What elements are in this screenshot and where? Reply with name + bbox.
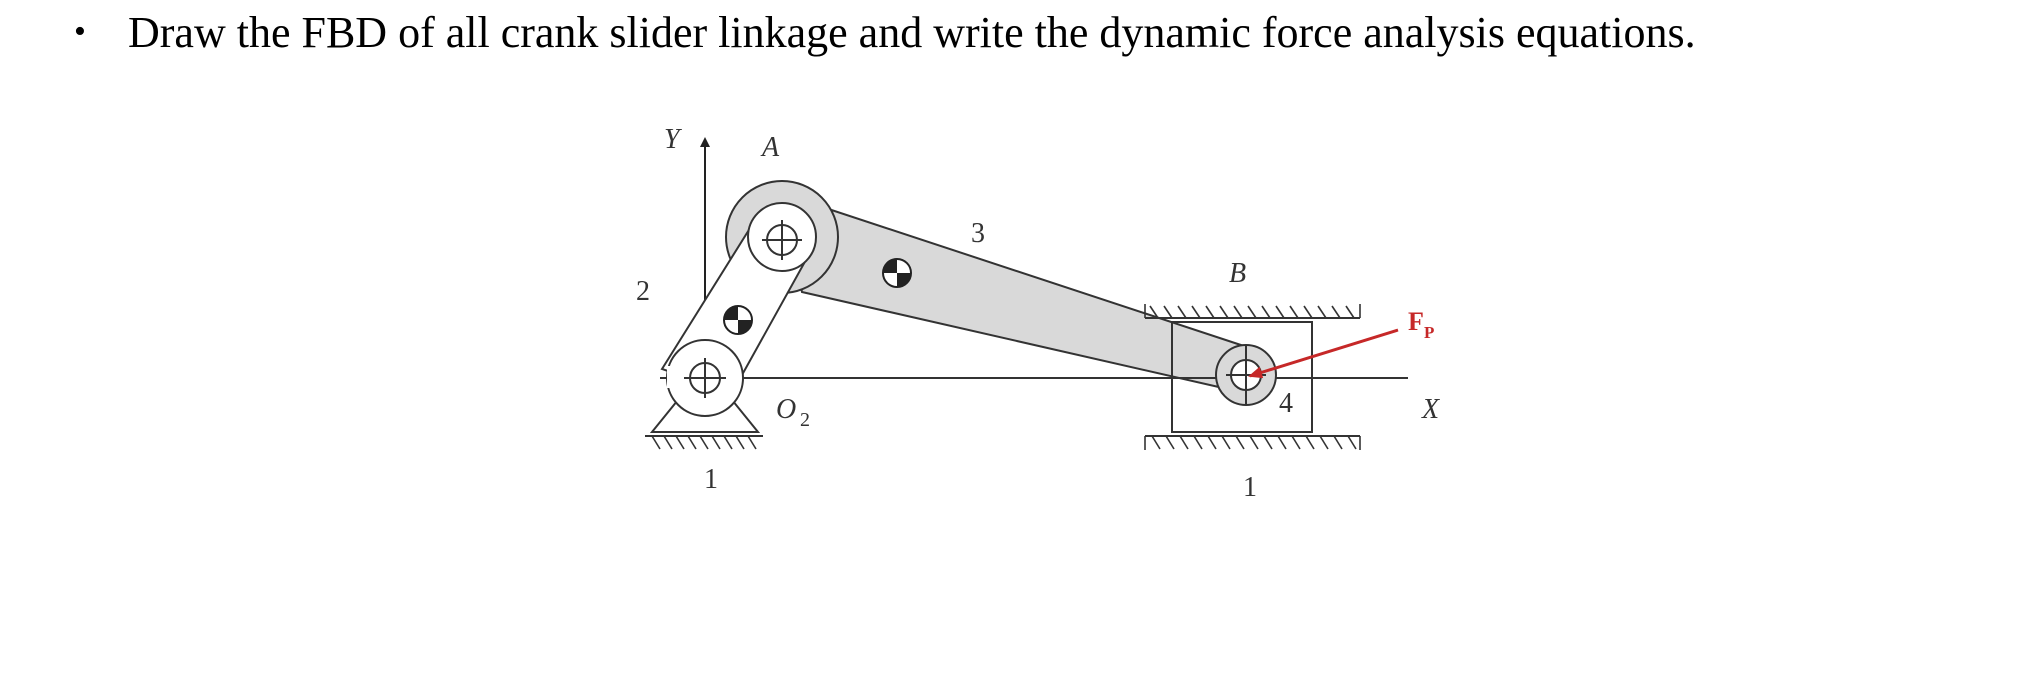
center-of-mass-link-3 [882, 258, 912, 288]
question-line: • Draw the FBD of all crank slider linka… [62, 0, 2002, 64]
pin-o2 [684, 358, 726, 398]
x-axis-label: X [1421, 394, 1440, 425]
pivot-o-subscript: 2 [800, 409, 810, 431]
point-b-label: B [1229, 258, 1246, 289]
question-text: Draw the FBD of all crank slider linkage… [128, 7, 1696, 57]
slider-guide-bottom [1144, 435, 1361, 450]
link-2-label: 2 [636, 276, 650, 307]
ground-left-label: 1 [704, 464, 718, 495]
force-label: F [1408, 307, 1424, 336]
crank-link-2 [660, 180, 839, 417]
link-3-label: 3 [971, 218, 985, 249]
ground-support-left [645, 389, 763, 450]
bullet: • [74, 13, 86, 50]
ground-right-label: 1 [1243, 472, 1257, 503]
center-of-mass-link-2 [723, 305, 753, 335]
pin-b [1215, 344, 1277, 406]
y-axis-label: Y [664, 124, 683, 155]
pivot-o-label: O [776, 394, 796, 425]
slider-guide-top [1144, 304, 1361, 319]
force-label-subscript: P [1424, 323, 1434, 342]
connecting-rod-link-3 [778, 191, 1252, 395]
force-arrow-fp [1248, 328, 1399, 379]
pin-a [747, 202, 817, 272]
point-a-label: A [760, 132, 780, 163]
link-4-label: 4 [1279, 388, 1293, 419]
